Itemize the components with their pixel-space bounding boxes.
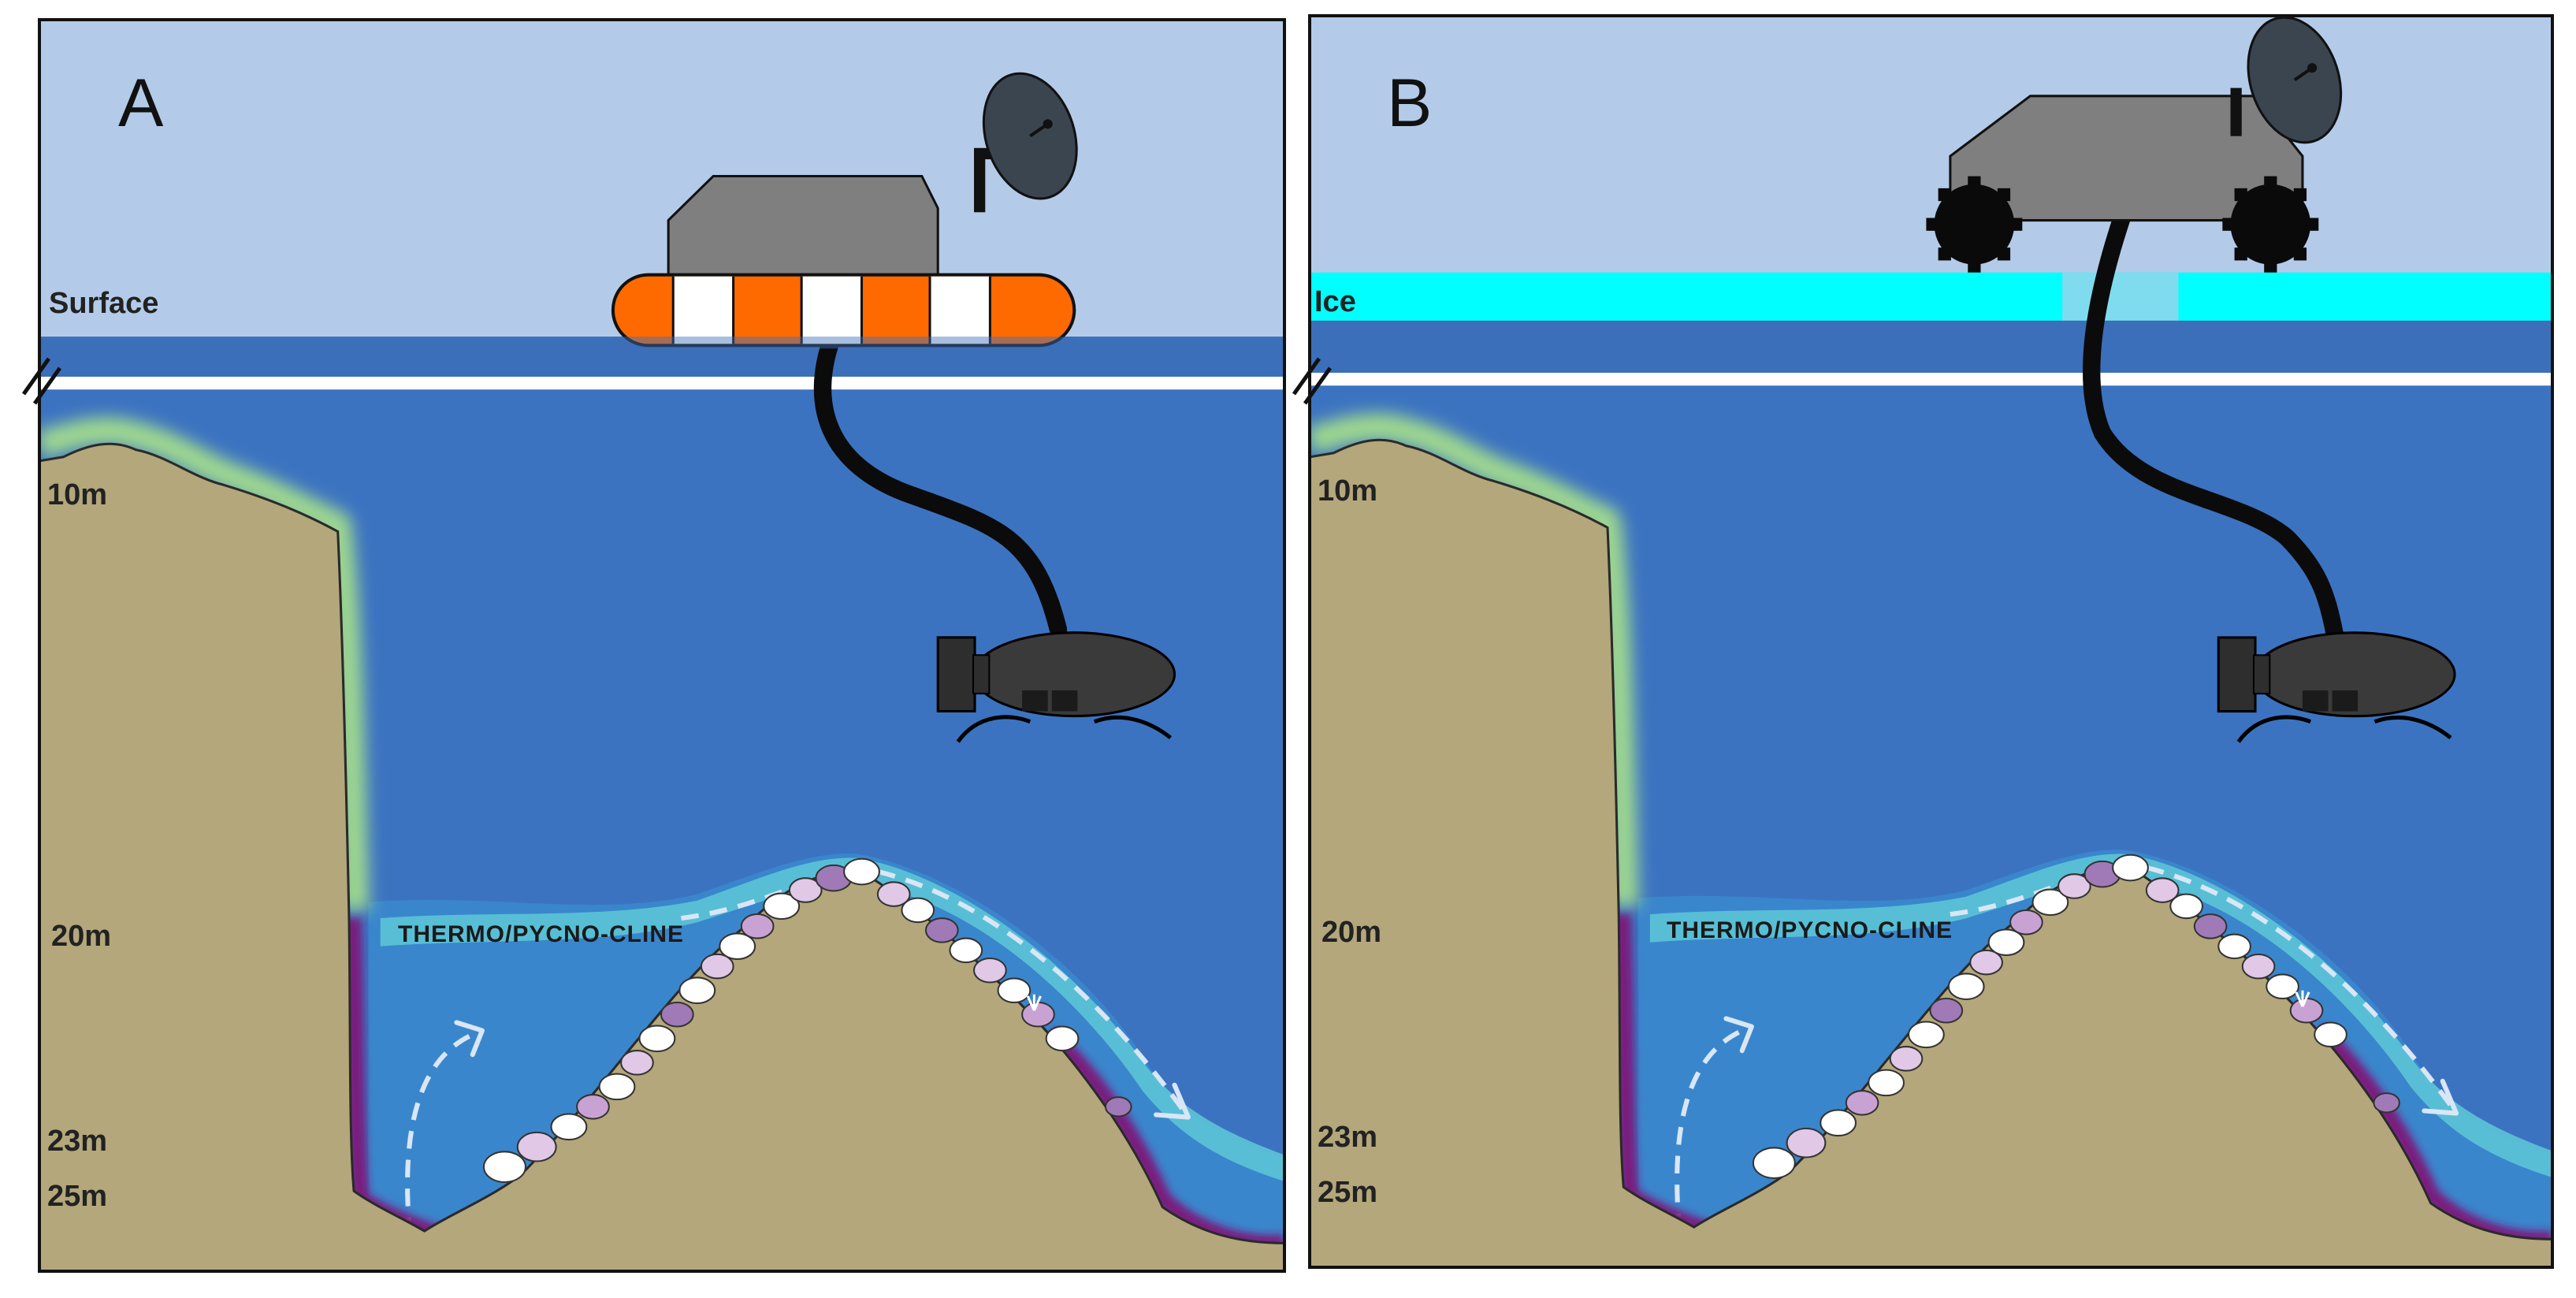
depth-25m: 25m: [1318, 1176, 1377, 1209]
depth-20m: 20m: [51, 920, 111, 953]
panel-b-letter: B: [1387, 65, 1432, 141]
buoy-icon: [611, 61, 1092, 349]
depth-10m: 10m: [1318, 474, 1377, 508]
thermocline-label: THERMO/PYCNO-CLINE: [1667, 917, 1953, 943]
panel-b-frame: [1308, 14, 2554, 1269]
depth-10m: 10m: [47, 478, 107, 511]
depth-20m: 20m: [1321, 916, 1381, 949]
ice-label: Ice: [1314, 285, 1356, 318]
panel-b: B Ice THERMO/PYCNO-CLINE 10m 20m 23m 25m: [1292, 6, 2554, 1269]
depth-23m: 23m: [47, 1125, 107, 1158]
panel-a-letter: A: [118, 65, 164, 141]
depth-23m: 23m: [1318, 1121, 1377, 1154]
panel-a: A Surface THERMO/PYCNO-CLINE 10m 20m 23m…: [21, 18, 1286, 1273]
thermocline-label: THERMO/PYCNO-CLINE: [398, 921, 684, 947]
wave-break-icon: [21, 357, 62, 405]
rover-icon: [1926, 6, 2356, 273]
wave-break-icon: [1292, 357, 1333, 405]
surface-label: Surface: [49, 287, 158, 320]
depth-25m: 25m: [47, 1180, 107, 1213]
panel-a-frame: [38, 18, 1286, 1273]
